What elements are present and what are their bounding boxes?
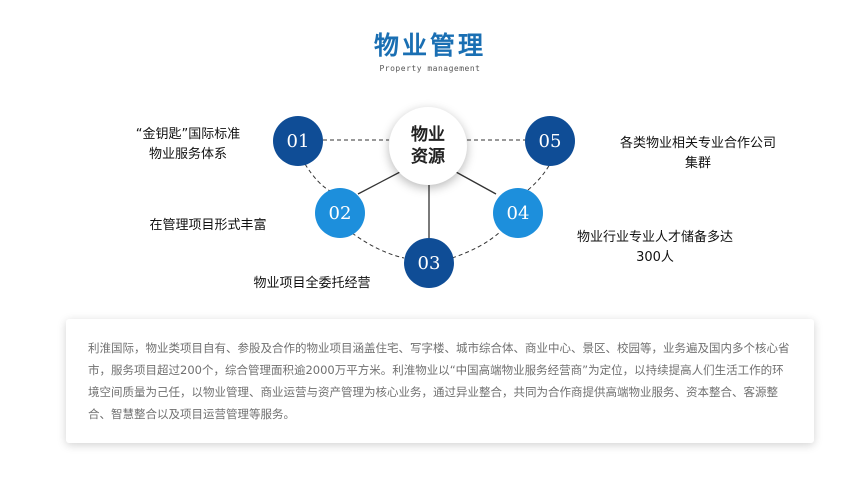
node-02: 02 [315, 188, 365, 238]
node-05: 05 [525, 116, 575, 166]
node-01-label: “金钥匙”国际标准 物业服务体系 [108, 125, 268, 165]
solid-spoke-center-02 [357, 171, 401, 195]
node-04-number: 04 [506, 202, 530, 224]
page-title: 物业管理 [373, 31, 486, 60]
dashed-arc-04-05 [527, 163, 551, 191]
center-node-line1: 物业 [411, 125, 445, 145]
node-03-number: 03 [417, 252, 441, 274]
description-card: 利淮国际，物业类项目自有、参股及合作的物业项目涵盖住宅、写字楼、城市综合体、商业… [66, 319, 814, 443]
dashed-arc-01-02 [304, 163, 333, 193]
node-02-number: 02 [328, 202, 352, 224]
node-01-label-line1: “金钥匙”国际标准 [135, 127, 241, 142]
node-02-label: 在管理项目形式丰富 [128, 216, 288, 236]
node-01-number: 01 [286, 130, 310, 152]
node-03: 03 [404, 238, 454, 288]
node-01: 01 [273, 116, 323, 166]
node-02-label-line1: 在管理项目形式丰富 [149, 218, 267, 233]
node-01-label-line2: 物业服务体系 [148, 147, 227, 162]
dashed-arc-03-04 [451, 231, 501, 259]
node-04: 04 [493, 188, 543, 238]
node-05-label-line2: 集群 [684, 156, 711, 171]
node-04-label-line2: 300人 [636, 250, 674, 265]
node-03-label: 物业项目全委托经营 [232, 274, 392, 294]
dashed-arc-02-03 [351, 232, 405, 259]
description-text: 利淮国际，物业类项目自有、参股及合作的物业项目涵盖住宅、写字楼、城市综合体、商业… [88, 341, 790, 421]
node-05-number: 05 [538, 130, 562, 152]
node-05-label: 各类物业相关专业合作公司 集群 [598, 134, 798, 174]
center-node-line2: 资源 [411, 147, 445, 167]
node-05-label-line1: 各类物业相关专业合作公司 [619, 136, 776, 151]
node-04-label: 物业行业专业人才储备多达 300人 [555, 228, 755, 268]
node-03-label-line1: 物业项目全委托经营 [253, 276, 371, 291]
node-04-label-line1: 物业行业专业人才储备多达 [576, 230, 733, 245]
page-subtitle: Property management [379, 64, 481, 73]
center-node: 物业 资源 [389, 107, 467, 185]
solid-spoke-center-04 [455, 171, 497, 195]
